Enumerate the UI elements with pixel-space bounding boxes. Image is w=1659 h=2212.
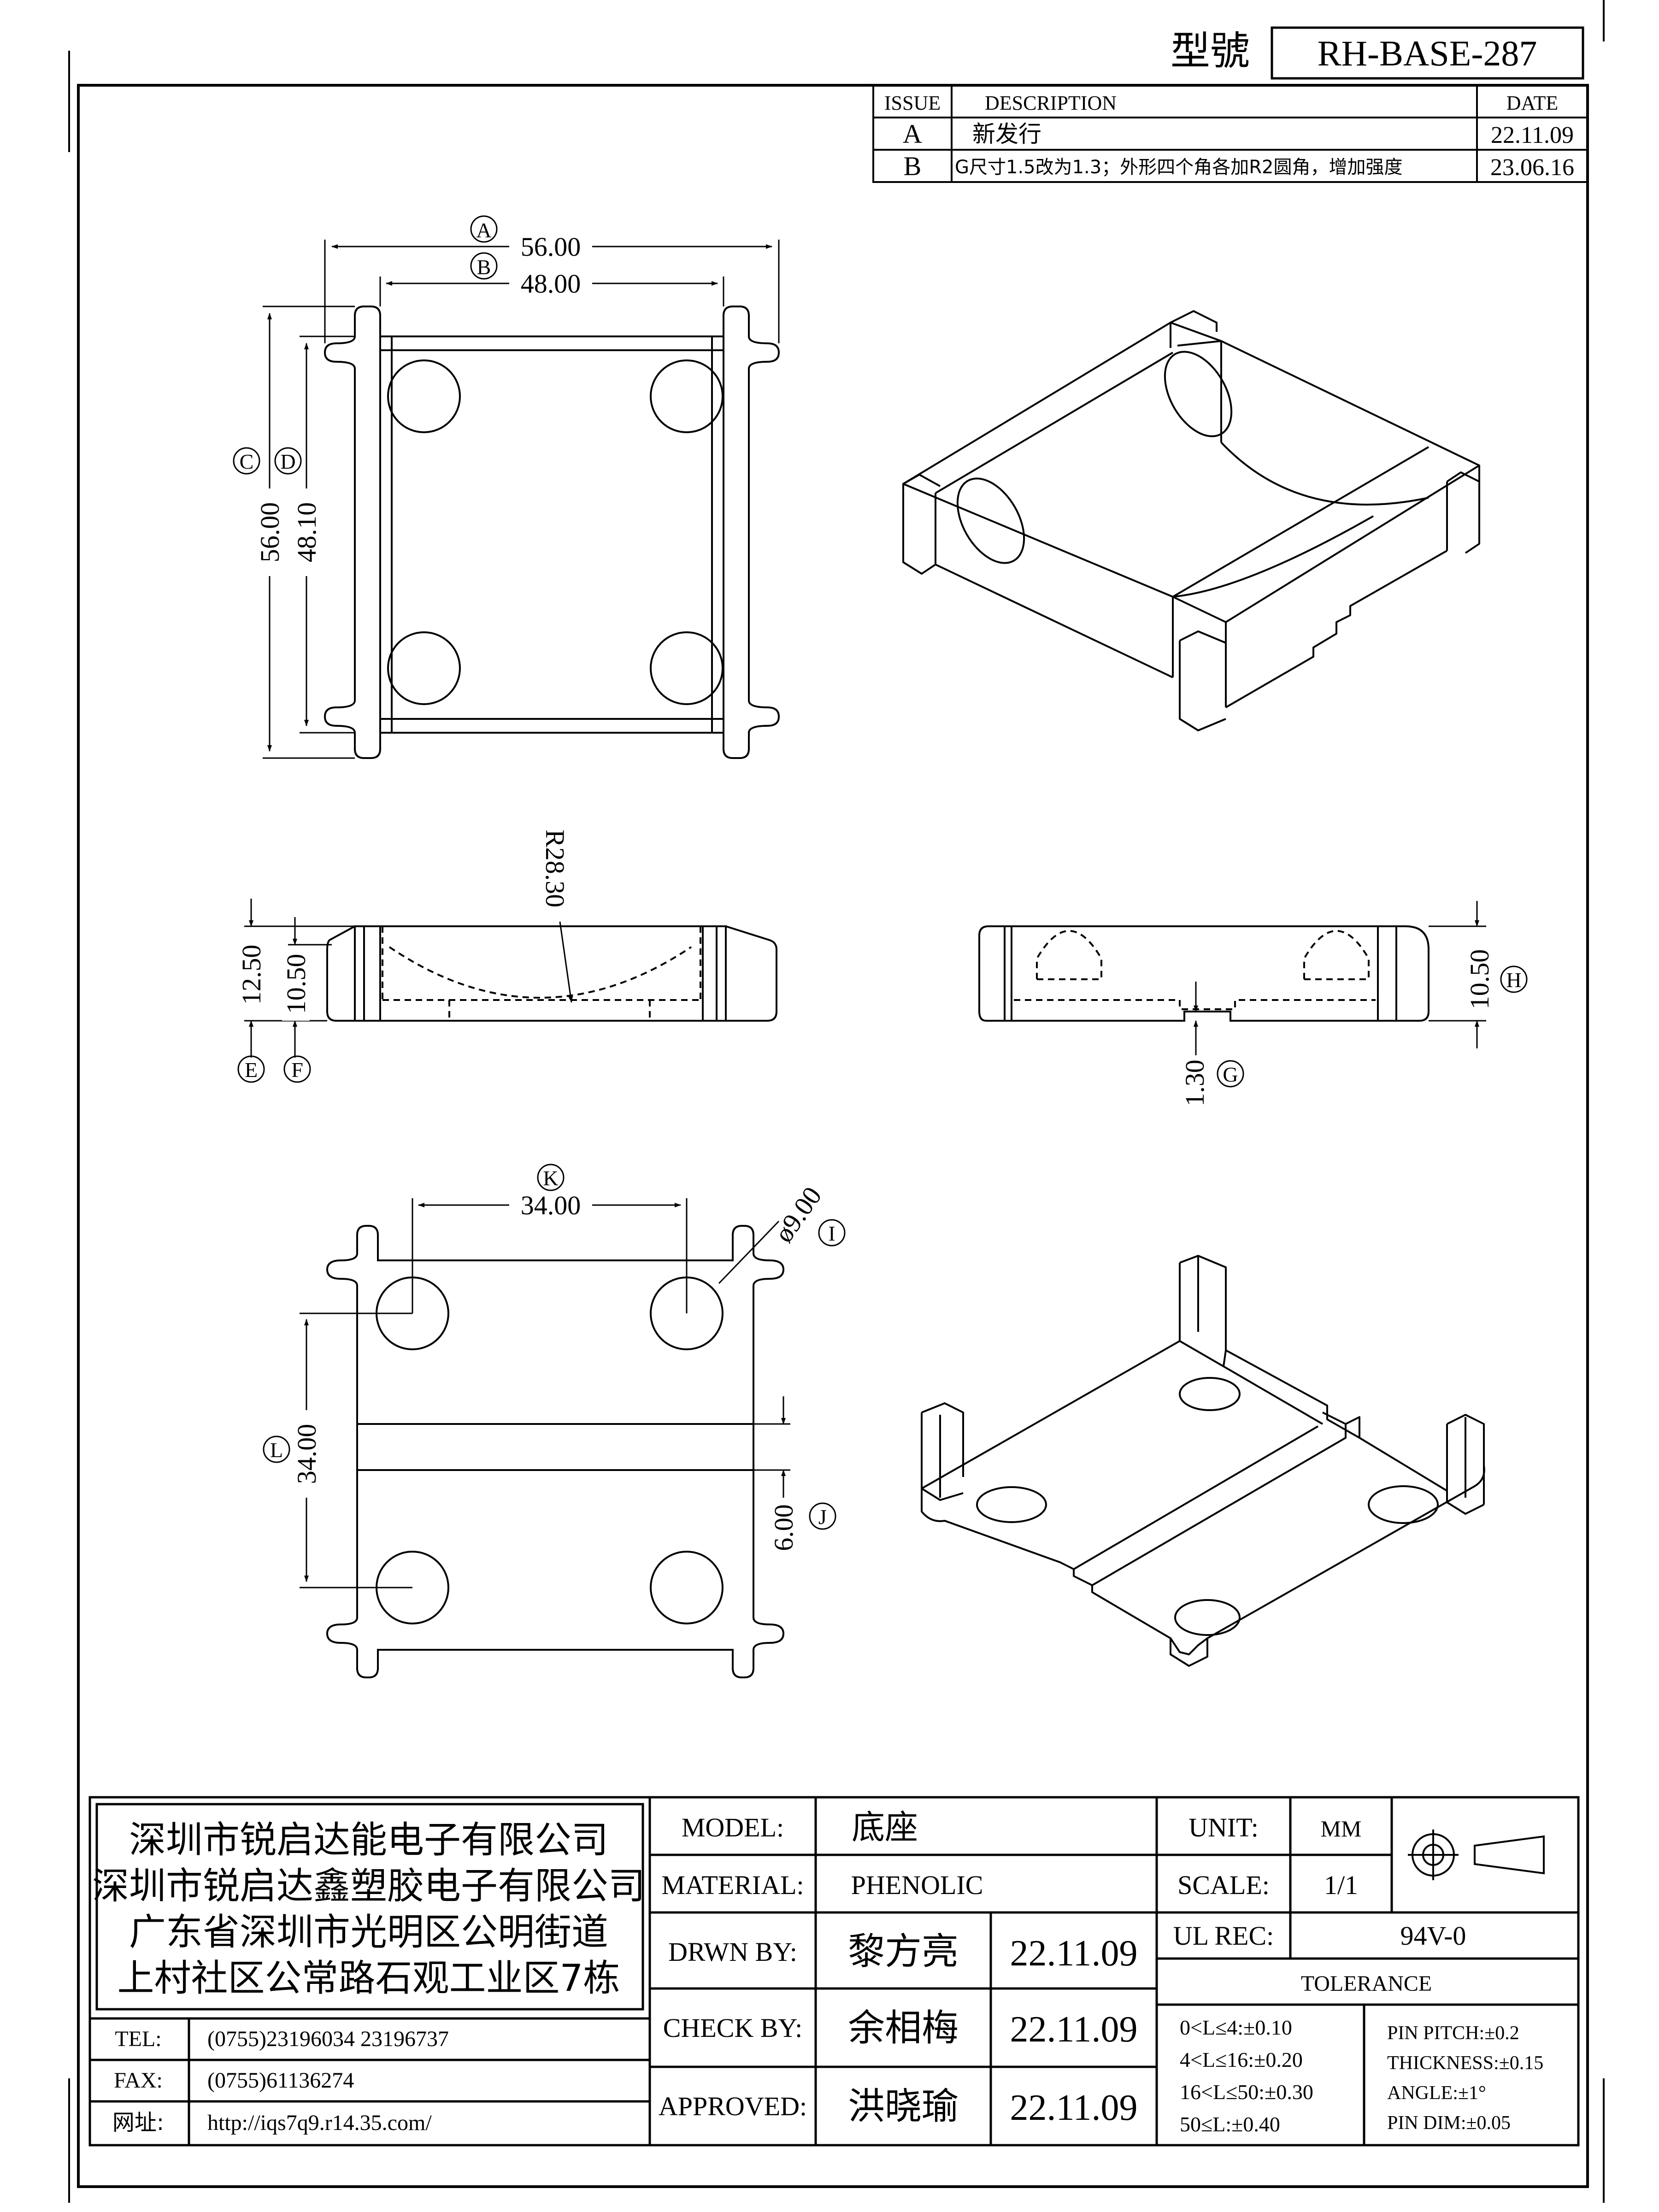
rev-b-description: G尺寸1.5改为1.3；外形四个角各加R2圆角，增加强度 xyxy=(955,157,1402,178)
rev-a-issue: A xyxy=(903,119,922,149)
rev-a-date: 22.11.09 xyxy=(1491,122,1574,148)
iso-view-top xyxy=(902,310,1480,731)
tolerance-title: TOLERANCE xyxy=(1301,1971,1432,1996)
dim-radius-value: R28.30 xyxy=(540,830,570,907)
web-label: 网址: xyxy=(112,2110,164,2136)
tolerance-left-4: 50≤L:±0.40 xyxy=(1180,2112,1280,2136)
model-header: 型號 RH-BASE-287 xyxy=(1171,26,1584,80)
scale-label: SCALE: xyxy=(1177,1870,1270,1900)
check-name: 余相梅 xyxy=(848,2006,959,2049)
tolerance-left-2: 4<L≤16:±0.20 xyxy=(1180,2048,1303,2071)
projection-symbol-icon xyxy=(1408,1830,1545,1880)
rev-a-description: 新发行 xyxy=(972,121,1041,147)
unit-label: UNIT: xyxy=(1188,1812,1259,1842)
model-field-label: MODEL: xyxy=(682,1812,784,1842)
tolerance-right-4: PIN DIM:±0.05 xyxy=(1387,2112,1511,2134)
check-date: 22.11.09 xyxy=(1010,2009,1137,2050)
material-label: MATERIAL: xyxy=(661,1870,804,1900)
rev-header-date: DATE xyxy=(1506,92,1558,114)
dim-f-mark: F xyxy=(291,1058,303,1082)
dim-k-mark: K xyxy=(543,1166,558,1190)
company-line-2: 深圳市锐启达鑫塑胶电子有限公司 xyxy=(92,1865,645,1907)
approved-name: 洪晓瑜 xyxy=(848,2085,959,2128)
rev-header-issue: ISSUE xyxy=(884,92,941,114)
crop-marks xyxy=(68,0,1605,2203)
fax-value: (0755)61136274 xyxy=(207,2068,354,2093)
company-line-4: 上村社区公常路石观工业区7栋 xyxy=(118,1957,620,2000)
side-view-dims xyxy=(1194,901,1528,1088)
rev-b-issue: B xyxy=(904,151,922,181)
tel-value: (0755)23196034 23196737 xyxy=(207,2027,449,2051)
dim-d-mark: D xyxy=(280,450,295,473)
dim-l-value: 34.00 xyxy=(292,1424,322,1484)
ul-value: 94V-0 xyxy=(1400,1921,1466,1951)
fax-label: FAX: xyxy=(114,2068,163,2093)
dim-b-value: 48.00 xyxy=(521,269,581,299)
tel-label: TEL: xyxy=(115,2027,161,2051)
tolerance-right-1: PIN PITCH:±0.2 xyxy=(1387,2023,1519,2044)
top-view xyxy=(324,306,780,759)
drawn-label: DRWN BY: xyxy=(668,1937,797,1967)
dim-i-value: ø9.00 xyxy=(768,1181,827,1247)
dim-h-value: 10.50 xyxy=(1465,949,1494,1010)
title-block-frame xyxy=(88,1796,1580,2147)
scale-value: 1/1 xyxy=(1324,1870,1358,1900)
dim-b-mark: B xyxy=(477,255,491,279)
dim-i-mark: I xyxy=(828,1222,835,1245)
dim-h-mark: H xyxy=(1506,968,1521,992)
dim-e-mark: E xyxy=(245,1058,258,1082)
revision-table xyxy=(872,84,1588,183)
rev-b-date: 23.06.16 xyxy=(1490,154,1574,181)
side-view xyxy=(978,925,1430,1022)
dim-c-mark: C xyxy=(240,450,254,473)
tolerance-left-3: 16<L≤50:±0.30 xyxy=(1180,2080,1313,2104)
dim-l-mark: L xyxy=(270,1438,283,1462)
check-label: CHECK BY: xyxy=(663,2013,802,2043)
unit-value: MM xyxy=(1321,1816,1362,1841)
dim-a-value: 56.00 xyxy=(521,232,581,262)
tolerance-right-2: THICKNESS:±0.15 xyxy=(1387,2053,1543,2074)
model-number: RH-BASE-287 xyxy=(1318,33,1537,73)
model-label: 型號 xyxy=(1171,28,1250,74)
tolerance-right-3: ANGLE:±1° xyxy=(1387,2083,1486,2104)
model-field-value: 底座 xyxy=(852,1808,918,1847)
drawn-name: 黎方亮 xyxy=(848,1930,959,1973)
material-value: PHENOLIC xyxy=(851,1870,983,1900)
ul-label: UL REC: xyxy=(1173,1921,1274,1951)
dim-a-mark: A xyxy=(476,218,491,242)
front-view xyxy=(326,925,777,1022)
dim-d-value: 48.10 xyxy=(292,502,322,563)
approved-date: 22.11.09 xyxy=(1010,2088,1137,2128)
dim-j-mark: J xyxy=(818,1505,827,1529)
dim-c-value: 56.00 xyxy=(255,502,285,563)
bottom-view xyxy=(326,1225,785,1678)
dim-e-value: 12.50 xyxy=(236,945,266,1005)
approved-label: APPROVED: xyxy=(659,2091,807,2121)
dim-g-mark: G xyxy=(1223,1063,1238,1086)
dim-j-value: 6.00 xyxy=(769,1504,799,1551)
iso-view-bottom xyxy=(921,1255,1485,1667)
company-line-3: 广东省深圳市光明区公明街道 xyxy=(129,1911,608,1953)
tolerance-left-1: 0<L≤4:±0.10 xyxy=(1180,2016,1292,2039)
dim-g-value: 1.30 xyxy=(1180,1059,1210,1106)
dim-k-value: 34.00 xyxy=(521,1190,581,1220)
sheet-border xyxy=(77,84,1589,2188)
drawn-date: 22.11.09 xyxy=(1010,1933,1137,1974)
web-value: http://iqs7q9.r14.35.com/ xyxy=(207,2111,432,2135)
top-view-dims xyxy=(233,215,780,759)
bottom-view-dims xyxy=(263,1164,846,1588)
rev-header-description: DESCRIPTION xyxy=(985,92,1117,114)
dim-f-value: 10.50 xyxy=(281,954,311,1014)
company-line-1: 深圳市锐启达能电子有限公司 xyxy=(129,1818,608,1861)
